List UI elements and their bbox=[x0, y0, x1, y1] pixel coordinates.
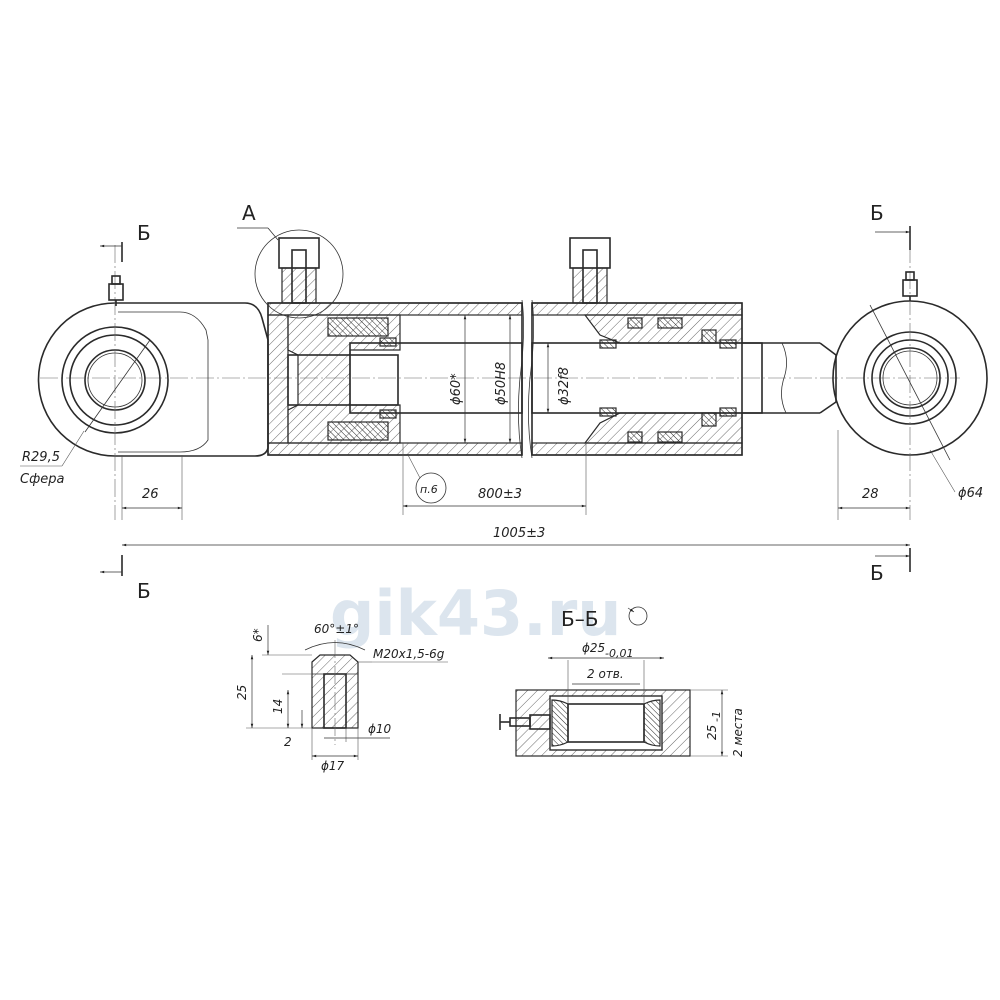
view-a-letter: А bbox=[242, 201, 256, 225]
section-bb-tolerance: -0,01 bbox=[605, 647, 633, 660]
dim-d32: ϕ32f8 bbox=[557, 367, 572, 405]
dim-d50: ϕ50H8 bbox=[494, 362, 509, 405]
detail-a-len-2: 2 bbox=[284, 735, 292, 749]
section-bb-places: 2 места bbox=[731, 708, 745, 757]
dim-d60: ϕ60* bbox=[449, 373, 464, 405]
fitting-port-front bbox=[569, 237, 611, 304]
detail-a-d10: ϕ10 bbox=[368, 722, 392, 736]
dim-left-26: 26 bbox=[142, 487, 159, 502]
dimensions: 26 28 ϕ64 R29,5 Сфера ϕ60* ϕ50H8 ϕ32f8 bbox=[20, 315, 983, 547]
left-eye bbox=[37, 245, 269, 520]
section-bb: Б–Б ϕ25 -0,01 2 отв. 25 -1 2 места bbox=[499, 606, 745, 757]
dim-right-28: 28 bbox=[862, 487, 879, 502]
section-marks: Б Б Б Б bbox=[100, 201, 911, 603]
section-b-bottom-left: Б bbox=[137, 579, 151, 603]
main-view: Б Б Б Б А 26 28 bbox=[20, 201, 988, 603]
right-eye bbox=[832, 245, 988, 520]
detail-a-d17: ϕ17 bbox=[321, 759, 345, 773]
detail-a-len-25: 25 bbox=[235, 685, 249, 700]
section-bb-w25-tol: -1 bbox=[710, 711, 723, 722]
dim-sphere-label: Сфера bbox=[20, 472, 64, 487]
section-b-bottom-right: Б bbox=[870, 561, 884, 585]
cylinder-body bbox=[254, 229, 837, 459]
section-bb-w25: 25 bbox=[705, 725, 719, 740]
detail-a-angle-6: 6* bbox=[251, 628, 265, 642]
detail-a-angle-60: 60°±1° bbox=[314, 622, 359, 636]
detail-a-len-14: 14 bbox=[271, 699, 285, 714]
dim-d64: ϕ64 bbox=[958, 486, 983, 501]
section-bb-holes: 2 отв. bbox=[587, 667, 624, 681]
fitting-port-rear bbox=[278, 237, 320, 304]
section-b-top-left: Б bbox=[137, 221, 151, 245]
view-a-label: А bbox=[237, 201, 279, 241]
note-p6: п.6 bbox=[420, 483, 438, 496]
section-bb-title: Б–Б bbox=[561, 607, 598, 631]
watermark: gik43.ru bbox=[330, 577, 621, 650]
dim-r-sphere: R29,5 bbox=[22, 450, 60, 465]
dim-overall: 1005±3 bbox=[493, 526, 545, 541]
dim-stroke: 800±3 bbox=[478, 487, 522, 502]
detail-a-thread: M20x1,5-6g bbox=[373, 647, 445, 661]
section-bb-d25: ϕ25 bbox=[582, 641, 605, 655]
section-b-top-right: Б bbox=[870, 201, 884, 225]
detail-a: 60°±1° M20x1,5-6g 6* 25 14 2 ϕ10 ϕ17 bbox=[235, 622, 448, 773]
